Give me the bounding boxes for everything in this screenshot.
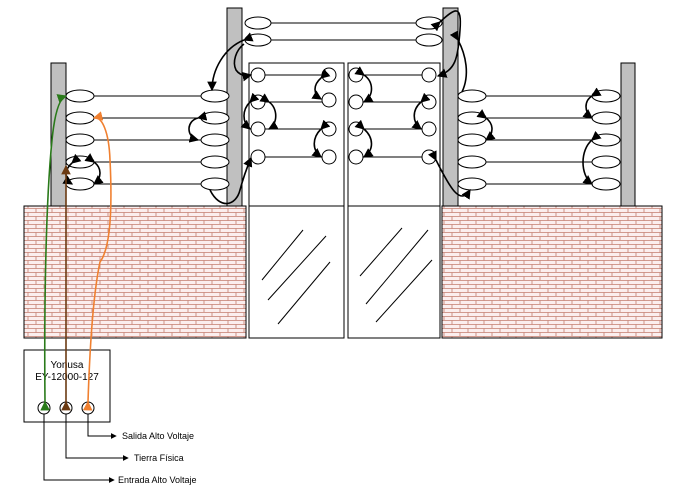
energizer-device: Yonusa EY-12000-127 [23, 349, 111, 423]
label-entrada-alto-voltaje: Entrada Alto Voltaje [118, 475, 197, 485]
jumper-wires [62, 10, 602, 205]
left-fence-wires [65, 89, 230, 191]
gate-panel-right [347, 205, 441, 339]
terminal-salida [81, 401, 95, 415]
right-fence-wires [457, 89, 621, 191]
label-leaders [43, 414, 129, 483]
wire-salida-alto-voltaje [82, 111, 112, 411]
feed-wires [40, 94, 112, 411]
label-salida-alto-voltaje: Salida Alto Voltaje [122, 431, 194, 441]
brick-wall-left [23, 205, 247, 339]
label-tierra-fisica: Tierra Física [134, 453, 184, 463]
fence-post-4 [620, 62, 636, 207]
wire-entrada-alto-voltaje [40, 94, 68, 411]
terminal-tierra [59, 401, 73, 415]
fence-post-2 [226, 7, 243, 207]
terminal-entrada [37, 401, 51, 415]
device-brand: Yonusa [51, 360, 84, 371]
brick-wall-right [441, 205, 663, 339]
top-span-wires [244, 16, 443, 47]
gate-panel-left [248, 205, 345, 339]
